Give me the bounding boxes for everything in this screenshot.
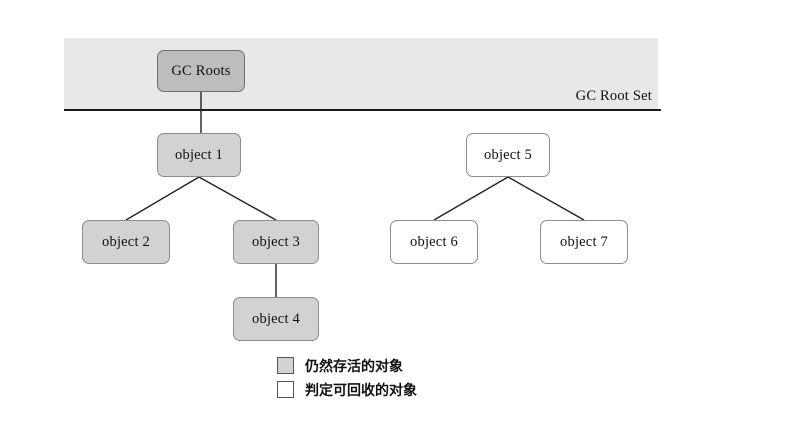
node-gc-roots: GC Roots: [157, 50, 245, 92]
edge-object-1-to-object-2: [125, 176, 200, 221]
edge-object-1-to-object-3: [198, 176, 277, 221]
node-label: object 3: [252, 233, 300, 250]
node-object-7: object 7: [540, 220, 628, 264]
node-object-4: object 4: [233, 297, 319, 341]
node-object-2: object 2: [82, 220, 170, 264]
gc-root-set-divider: [64, 109, 661, 111]
legend-item-dead: 判定可回收的对象: [277, 379, 417, 400]
node-object-3: object 3: [233, 220, 319, 264]
node-object-6: object 6: [390, 220, 478, 264]
node-label: object 4: [252, 310, 300, 327]
legend-swatch-dead-icon: [277, 381, 294, 398]
node-label: object 5: [484, 146, 532, 163]
edge-object-5-to-object-7: [507, 176, 585, 221]
node-label: object 2: [102, 233, 150, 250]
node-object-5: object 5: [466, 133, 550, 177]
node-label: object 7: [560, 233, 608, 250]
edge-object-5-to-object-6: [433, 176, 509, 221]
gc-root-set-label: GC Root Set: [575, 88, 652, 104]
node-label: object 6: [410, 233, 458, 250]
node-object-1: object 1: [157, 133, 241, 177]
legend-swatch-live-icon: [277, 357, 294, 374]
legend-label-dead: 判定可回收的对象: [305, 382, 417, 399]
legend: 仍然存活的对象 判定可回收的对象: [277, 355, 417, 403]
node-label: object 1: [175, 146, 223, 163]
legend-item-live: 仍然存活的对象: [277, 355, 417, 376]
legend-label-live: 仍然存活的对象: [305, 358, 403, 375]
node-label: GC Roots: [171, 62, 231, 79]
